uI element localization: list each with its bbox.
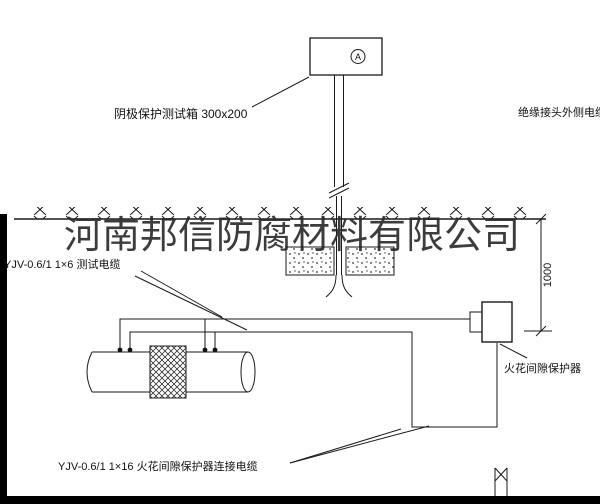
ammeter-letter: A — [355, 52, 361, 62]
cable-tail-left — [325, 274, 337, 298]
weld-point — [117, 347, 123, 353]
sheet-border-left — [0, 214, 7, 504]
spark-gap-protector — [469, 301, 528, 359]
edge-cut-symbol — [494, 467, 508, 496]
ammeter-symbol-icon — [350, 49, 366, 64]
connection-cable-leaders — [289, 425, 430, 464]
concrete-blocks — [285, 246, 395, 298]
test-cable-leaders — [134, 270, 248, 331]
concrete-block-left — [285, 246, 335, 276]
cable-run-upper — [119, 318, 470, 349]
pipe-break-mark — [328, 182, 350, 194]
pipe-left-cap — [86, 351, 93, 393]
insulated-joint-cable-label: 绝缘接头外侧电缆 — [518, 105, 600, 119]
dimension-1000 — [524, 213, 552, 337]
protector-terminal — [469, 311, 483, 333]
test-box-leader-line — [251, 76, 310, 108]
test-cable-label: YJV-0.6/1 1×6 测试电缆 — [4, 258, 120, 271]
sheet-border — [0, 214, 600, 504]
weld-point — [127, 347, 133, 353]
test-box-label: 阴极保护测试箱 300x200 — [114, 106, 248, 121]
connection-cable-label: YJV-0.6/1 1×16 火花间隙保护器连接电缆 — [58, 459, 258, 473]
cable-runs — [117, 318, 498, 428]
pipe-break-mark — [328, 187, 350, 199]
cable-tail-right — [341, 274, 353, 298]
protector-body — [481, 301, 513, 343]
concrete-block-right — [345, 246, 395, 276]
spark-gap-label: 火花间隙保护器 — [504, 361, 581, 375]
dimension-tick — [535, 213, 547, 225]
test-box-outline — [309, 37, 383, 76]
insulating-joint-hatch — [149, 345, 187, 399]
protector-leader-line — [499, 343, 528, 359]
ground-hatch — [16, 207, 544, 219]
ground-line — [14, 207, 546, 220]
pipeline — [86, 345, 256, 399]
weld-point — [212, 347, 218, 353]
weld-point — [202, 347, 208, 353]
cathodic-test-box — [309, 37, 383, 76]
cable-run-lower — [129, 331, 498, 428]
pipe-end-section — [240, 351, 256, 393]
sheet-border-bottom — [0, 496, 600, 504]
dimension-text: 1000 — [542, 263, 554, 287]
